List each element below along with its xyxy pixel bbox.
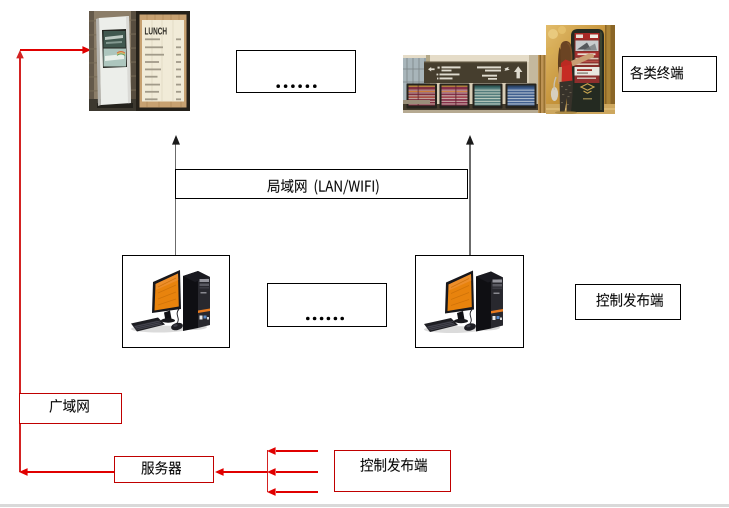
svg-text:LUNCH: LUNCH — [145, 26, 168, 38]
